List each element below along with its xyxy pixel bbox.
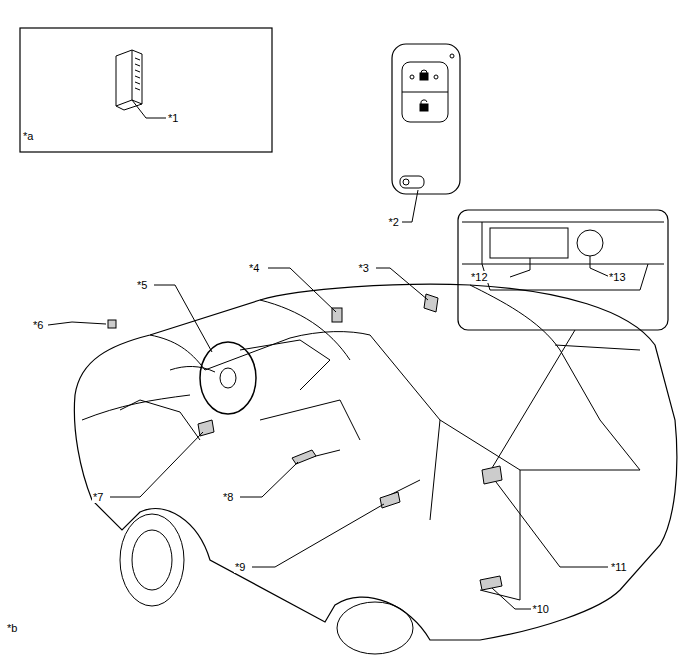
callout-number: *10	[531, 603, 550, 615]
callout-number: *7	[92, 491, 104, 503]
callout-number: *9	[234, 561, 246, 573]
callout-number: *8	[222, 491, 234, 503]
callout-number: *5	[136, 279, 148, 291]
callout-number: *12	[470, 271, 489, 283]
callout-number: *4	[248, 262, 260, 274]
callout-number: *b	[6, 622, 18, 634]
callout-number: *a	[22, 130, 34, 142]
callout-number: *6	[32, 319, 44, 331]
callout-number: *13	[608, 271, 627, 283]
callout-number: *1	[167, 112, 179, 124]
callout-number: *3	[358, 262, 370, 274]
callout-number: *2	[388, 216, 400, 228]
callout-number: *11	[610, 561, 628, 573]
